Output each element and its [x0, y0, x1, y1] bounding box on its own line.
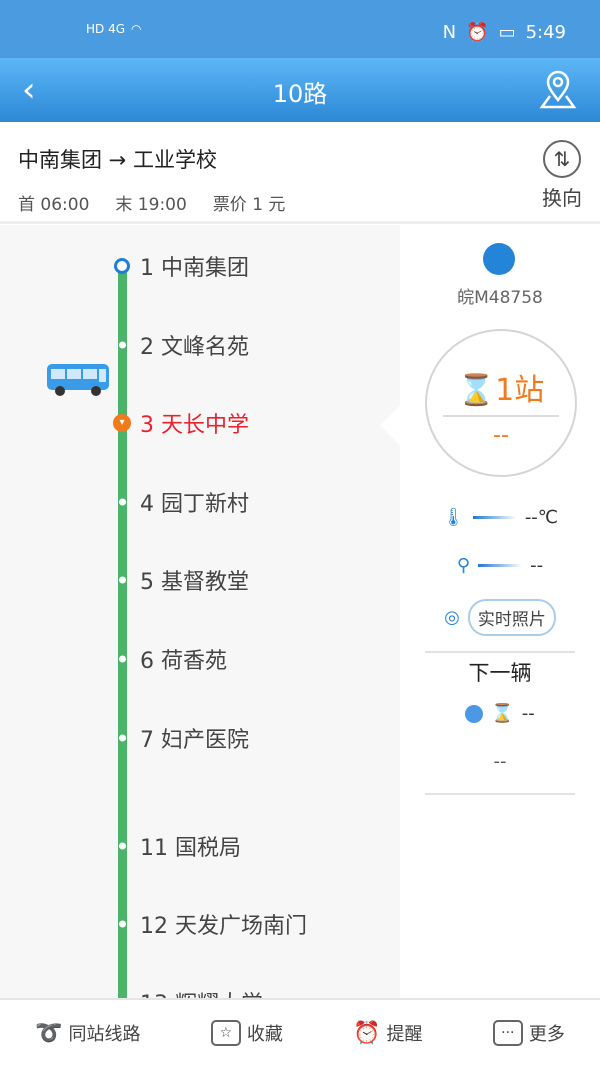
divider [425, 651, 575, 653]
more-icon: ··· [492, 1020, 523, 1046]
camera-icon: ◎ [444, 607, 460, 628]
temperature: --℃ [524, 507, 559, 528]
swap-direction-button[interactable]: ⇅ 换向 [542, 140, 582, 211]
nav-label: 提醒 [386, 1024, 423, 1045]
status-icons: HD 4G [86, 22, 126, 36]
stop-item[interactable]: 1 中南集团 [140, 256, 249, 281]
swap-icon: ⇅ [543, 140, 581, 178]
panel-pointer [380, 405, 400, 445]
stop-marker [119, 842, 126, 850]
thermometer-icon: 🌡 [441, 507, 465, 528]
stop-item[interactable]: 11 国税局 [140, 836, 241, 861]
bus-icon [47, 364, 109, 396]
passengers: -- [530, 555, 544, 576]
stop-item[interactable]: 13 辉耀大学 [140, 986, 263, 998]
favorite-button[interactable]: ☆收藏 [210, 1020, 283, 1046]
route-info: 中南集团 → 工业学校 首 06:00 末 19:00 票价 1 元 ⇅ 换向 [0, 122, 600, 224]
route-line [118, 265, 127, 998]
clock: 5:49 [525, 22, 566, 43]
stop-item[interactable]: 5 基督教堂 [140, 570, 249, 595]
first-bus-time: 首 06:00 [18, 195, 90, 215]
stop-marker [114, 258, 130, 274]
stop-item[interactable]: 7 妇产医院 [140, 728, 249, 753]
divider [472, 516, 517, 519]
page-title: 10路 [272, 80, 328, 108]
live-photo-button[interactable]: 实时照片 [467, 599, 556, 636]
bus-circle-icon [483, 243, 515, 275]
arrival-circle: ⌛1站 -- [425, 329, 577, 477]
reminder-button[interactable]: ⏰提醒 [353, 1020, 422, 1046]
wifi-icon: ◠ [131, 22, 142, 36]
more-button[interactable]: ···更多 [492, 1020, 565, 1046]
eta: -- [493, 423, 509, 448]
person-icon: ⚲ [456, 555, 471, 576]
stop-item[interactable]: 2 文峰名苑 [140, 335, 249, 360]
stop-marker [119, 576, 126, 584]
divider [425, 793, 575, 795]
stop-marker [119, 498, 126, 506]
nav-label: 收藏 [246, 1024, 283, 1045]
stop-marker [119, 734, 126, 742]
stop-marker: ▾ [113, 414, 131, 432]
same-stop-lines-button[interactable]: ➰同站线路 [35, 1020, 140, 1046]
nav-label: 同站线路 [68, 1024, 141, 1045]
hourglass-icon: ⌛ [457, 373, 496, 408]
route-icon: ➰ [35, 1020, 63, 1046]
last-bus-time: 末 19:00 [115, 195, 187, 215]
alarm-icon: ⏰ [353, 1020, 381, 1046]
stop-list[interactable]: 1 中南集团 2 文峰名苑 ▾ 3 天长中学 4 园丁新村 5 基督教堂 6 荷香苑 7 妇产… [0, 225, 400, 998]
bus-info-panel: 皖M48758 ⌛1站 -- 🌡--℃ ⚲-- ◎实时照片 下一辆 ⌛-- -- [380, 225, 600, 998]
nfc-icon: N [442, 22, 457, 43]
back-button[interactable]: ‹ [22, 70, 36, 110]
stations-away: 1站 [495, 373, 545, 408]
next-bus-dot [465, 704, 484, 723]
battery-icon: ▭ [498, 22, 516, 43]
bottom-nav: ➰同站线路 ☆收藏 ⏰提醒 ···更多 [0, 998, 600, 1066]
stop-item[interactable]: 6 荷香苑 [140, 649, 227, 674]
nav-label: 更多 [528, 1024, 565, 1045]
stop-marker [119, 341, 126, 349]
stop-item[interactable]: 3 天长中学 [140, 413, 249, 438]
plate-number: 皖M48758 [457, 288, 543, 308]
swap-label: 换向 [542, 186, 582, 210]
hourglass-icon: ⌛ [491, 703, 514, 724]
app-header: ‹ 10路 [0, 58, 600, 122]
star-icon: ☆ [210, 1020, 241, 1046]
next-distance: -- [493, 751, 507, 772]
stop-item[interactable]: 4 园丁新村 [140, 492, 249, 517]
stop-item[interactable]: 12 天发广场南门 [140, 914, 307, 939]
next-eta: -- [521, 703, 535, 724]
route-direction: 中南集团 → 工业学校 [18, 148, 217, 172]
status-bar: HD 4G ◠ N ⏰ ▭ 5:49 [0, 0, 600, 58]
next-bus-label: 下一辆 [468, 661, 532, 685]
stop-marker [119, 655, 126, 663]
divider [478, 564, 523, 567]
stop-marker [119, 920, 126, 928]
map-pin-icon[interactable] [538, 70, 578, 110]
fare: 票价 1 元 [212, 195, 286, 215]
alarm-icon: ⏰ [466, 22, 489, 43]
